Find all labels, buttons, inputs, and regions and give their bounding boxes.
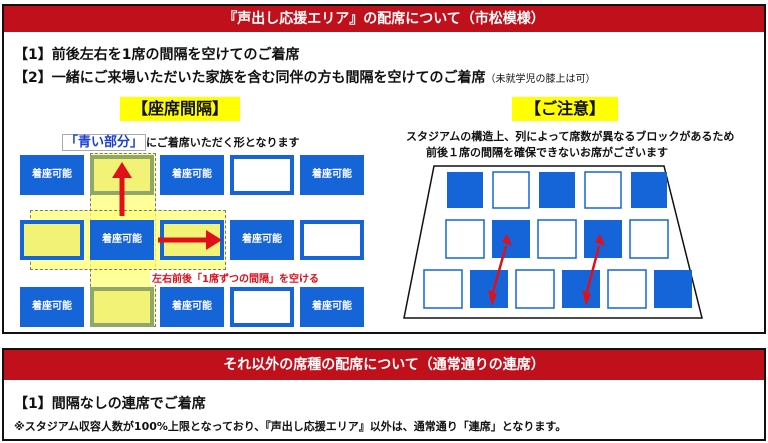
seat-gap [90,287,154,327]
arrow-up-head [112,162,132,178]
seat-empty [607,269,647,309]
bottom-title-bar: それ以外の席種の配席について（通常通りの連席） [4,350,764,380]
seat-available [447,172,483,208]
seat-empty [492,171,530,209]
caution-heading: 【ご注意】 [512,97,618,121]
seat-available: 着座可能 [90,220,154,260]
seat-available: 着座可能 [300,155,364,195]
double-arrow-right [585,245,601,293]
seat-available [584,220,622,258]
seat-available [492,220,530,258]
seat-available: 着座可能 [160,155,224,195]
rule-2-note: （未就学児の膝上は可） [485,74,596,85]
seat-available [654,270,692,308]
seat-empty [515,269,555,309]
seat-empty [537,219,577,259]
seat-spacing-heading: 【座席間隔】 [120,97,240,121]
seat-available [539,172,575,208]
seat-available [631,172,667,208]
seat-available [470,270,508,308]
seat-available: 着座可能 [20,287,84,327]
bottom-note: ※スタジアム収容人数が100%上限となっており、『声出し応援エリア』以外は、通常… [14,420,567,433]
double-arrow-left [491,245,508,293]
seat-empty [629,219,669,259]
caution-line-1: スタジアムの構造上、列によって席数が異なるブロックがあるため [406,130,735,143]
rule-1: 【1】前後左右を1席の間隔を空けてのご着席 [14,47,300,63]
seat-available: 着座可能 [20,155,84,195]
seat-empty [423,269,463,309]
seat-available: 着座可能 [160,287,224,327]
seat-available: 着座可能 [300,287,364,327]
stadium-block-diagram [403,165,703,319]
arrow-right-head [206,230,222,250]
rule-2: 【2】一緒にご来場いただいた家族を含む同伴の方も間隔を空けてのご着席（未就学児の… [14,70,596,86]
seat-gap [20,220,84,260]
seat-empty [230,155,294,195]
caution-line-2: 前後１席の間隔を確保できないお席がございます [426,146,668,159]
top-title-bar: 『声出し応援エリア』の配席について（市松模様） [4,6,764,32]
bottom-rule-1: 【1】間隔なしの連席でご着席 [14,396,206,412]
seat-available: 着座可能 [230,220,294,260]
blue-part-caption: 「青い部分」にご着席いただく形となります [62,131,299,151]
bottom-title: それ以外の席種の配席について（通常通りの連席） [223,357,545,373]
seat-empty [445,219,485,259]
gap-caption: 左右前後「1席ずつの間隔」を空ける [150,270,321,285]
seat-available [562,270,600,308]
top-title: 『声出し応援エリア』の配席について（市松模様） [223,11,545,27]
seat-empty [230,287,294,327]
seat-empty [584,171,622,209]
seat-empty [300,220,364,260]
gap-arrows [112,162,222,250]
